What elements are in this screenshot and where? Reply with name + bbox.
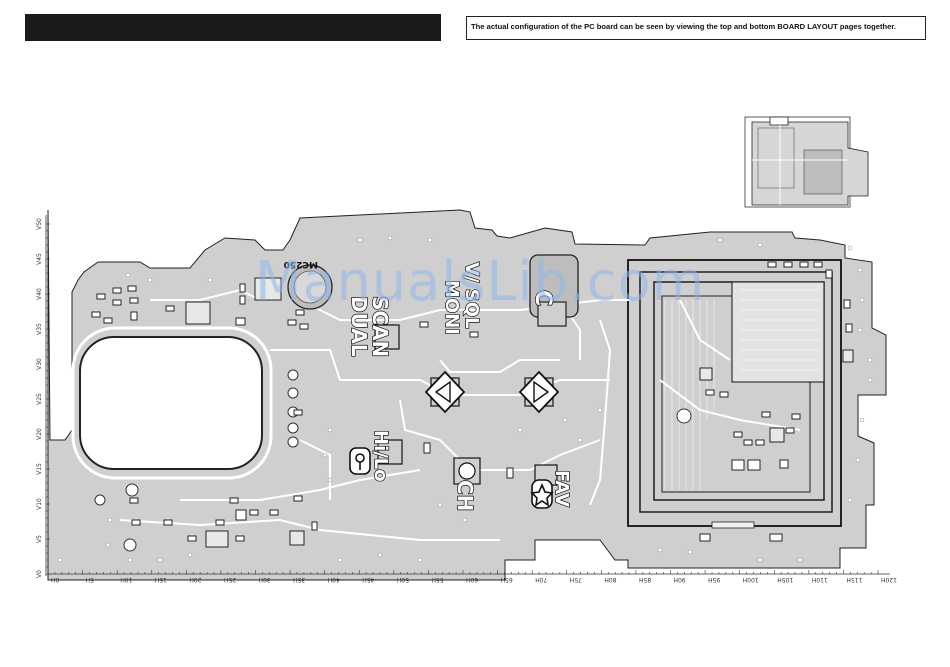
- x-tick-label: 75H: [570, 576, 582, 583]
- x-tick-label: 5H: [86, 576, 94, 583]
- key-switches: [374, 254, 579, 486]
- x-tick-label: 20H: [189, 576, 201, 583]
- x-tick-label: 0H: [51, 576, 59, 583]
- silk-mon: MONI: [441, 280, 462, 335]
- x-tick-label: 115H: [846, 576, 862, 583]
- microphone: [287, 264, 333, 310]
- y-tick-label: V25: [36, 393, 43, 405]
- y-tick-label: V15: [36, 463, 43, 475]
- y-tick-label: V50: [36, 218, 43, 230]
- smd-components: [91, 261, 854, 548]
- x-axis-ticks: 0H 5H 10H 15H 20H 25H 30H 35H 40H 45H 50H 55H 60H 65H…: [47, 570, 897, 583]
- x-tick-label: 55H: [431, 576, 443, 583]
- x-tick-label: 120H: [881, 576, 897, 583]
- x-tick-label: 40H: [328, 576, 340, 583]
- y-tick-label: V30: [36, 358, 43, 370]
- y-tick-label: V0: [36, 570, 43, 578]
- y-axis-ticks: V0 V5 V10 V15 V20 V25 V30 V35 V40 V45 V50: [36, 218, 50, 578]
- x-tick-label: 65H: [501, 576, 513, 583]
- silk-scan: SCAN: [368, 296, 392, 357]
- y-tick-label: V10: [36, 498, 43, 510]
- x-tick-label: 15H: [155, 576, 167, 583]
- x-tick-label: 70H: [535, 576, 547, 583]
- x-tick-label: 60H: [466, 576, 478, 583]
- y-tick-label: V40: [36, 288, 43, 300]
- y-tick-label: V45: [36, 253, 43, 265]
- y-tick-label: V35: [36, 323, 43, 335]
- silkscreen-labels: MC250 SCAN DUAL V/ SQL MONI C Hi/Lo CH F…: [284, 259, 573, 512]
- silk-ch: CH: [453, 480, 477, 511]
- x-tick-label: 100H: [743, 576, 759, 583]
- x-tick-label: 10H: [120, 576, 132, 583]
- x-tick-label: 25H: [224, 576, 236, 583]
- x-tick-label: 35H: [293, 576, 305, 583]
- x-tick-label: 30H: [259, 576, 271, 583]
- display-window: [79, 336, 263, 470]
- layout-note-text: The actual configuration of the PC board…: [471, 22, 897, 31]
- silk-v-sql: V/ SQL: [461, 262, 482, 329]
- x-tick-label: 90H: [674, 576, 686, 583]
- x-tick-label: 110H: [812, 576, 828, 583]
- inset-board-view: [744, 116, 869, 208]
- x-tick-label: 80H: [604, 576, 616, 583]
- x-tick-label: 85H: [639, 576, 651, 583]
- section-title-bar: [25, 14, 441, 41]
- lcd-outline: [627, 259, 842, 529]
- x-tick-label: 45H: [362, 576, 374, 583]
- x-tick-label: 95H: [708, 576, 720, 583]
- x-tick-label: 50H: [397, 576, 409, 583]
- axis-lines: [45, 215, 890, 576]
- x-tick-label: 105H: [777, 576, 793, 583]
- y-tick-label: V5: [36, 535, 43, 543]
- watermark: ManualsLib.com: [255, 250, 706, 313]
- silk-dual: DUAL: [347, 296, 371, 357]
- silk-hi-lo: Hi/Lo: [370, 430, 391, 482]
- silk-mic: MC250: [284, 259, 318, 269]
- layout-note: The actual configuration of the PC board…: [466, 16, 926, 40]
- button-glyphs: [349, 447, 554, 509]
- y-tick-label: V20: [36, 428, 43, 440]
- pcb-vias: [57, 235, 873, 563]
- silk-c: C: [530, 290, 555, 306]
- pcb-pads: [94, 369, 692, 552]
- silk-fav: FAV: [551, 470, 572, 507]
